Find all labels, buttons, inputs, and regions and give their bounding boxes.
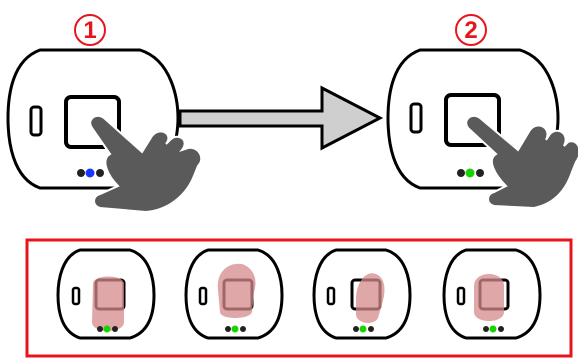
example-4: [442, 248, 542, 340]
right-arrow-icon: [178, 85, 384, 151]
status-leds: [225, 325, 246, 333]
step-2-number: 2: [464, 17, 477, 44]
status-led-center: [231, 325, 239, 333]
status-led-right: [498, 326, 504, 332]
status-led-left: [457, 169, 465, 177]
fingerprint-print: [217, 263, 256, 318]
status-led-center: [85, 168, 95, 178]
fingerprint-print: [92, 276, 124, 331]
status-leds: [77, 168, 104, 178]
fingerprint-print: [474, 274, 504, 321]
side-slot: [71, 286, 81, 306]
example-1: [56, 248, 156, 340]
side-slot: [198, 286, 208, 306]
step-1: 1: [6, 14, 203, 214]
status-led-center: [489, 325, 497, 333]
status-led-left: [483, 326, 489, 332]
fingerprint-print: [356, 273, 385, 323]
side-slot: [326, 286, 336, 306]
status-leds: [97, 325, 118, 333]
status-led-left: [97, 326, 103, 332]
status-led-left: [353, 326, 359, 332]
status-led-left: [77, 169, 85, 177]
step-2: 2: [386, 14, 578, 210]
status-led-left: [225, 326, 231, 332]
status-leds: [457, 168, 484, 178]
hand-icon: [465, 114, 578, 210]
placement-examples-frame: [25, 238, 573, 358]
step-1-number-circle: [74, 14, 106, 46]
status-led-right: [112, 326, 118, 332]
status-led-center: [465, 168, 475, 178]
status-led-center: [359, 325, 367, 333]
status-leds: [483, 325, 504, 333]
status-led-right: [368, 326, 374, 332]
status-led-right: [96, 169, 104, 177]
status-leds: [353, 325, 374, 333]
side-slot: [409, 102, 423, 134]
hand-icon: [89, 114, 203, 214]
status-led-right: [240, 326, 246, 332]
step-2-number-circle: [455, 14, 487, 46]
side-slot: [29, 105, 43, 137]
status-led-right: [476, 169, 484, 177]
example-3: [312, 248, 412, 340]
side-slot: [456, 286, 466, 306]
example-2: [184, 248, 284, 340]
status-led-center: [103, 325, 111, 333]
step-1-number: 1: [83, 17, 96, 44]
